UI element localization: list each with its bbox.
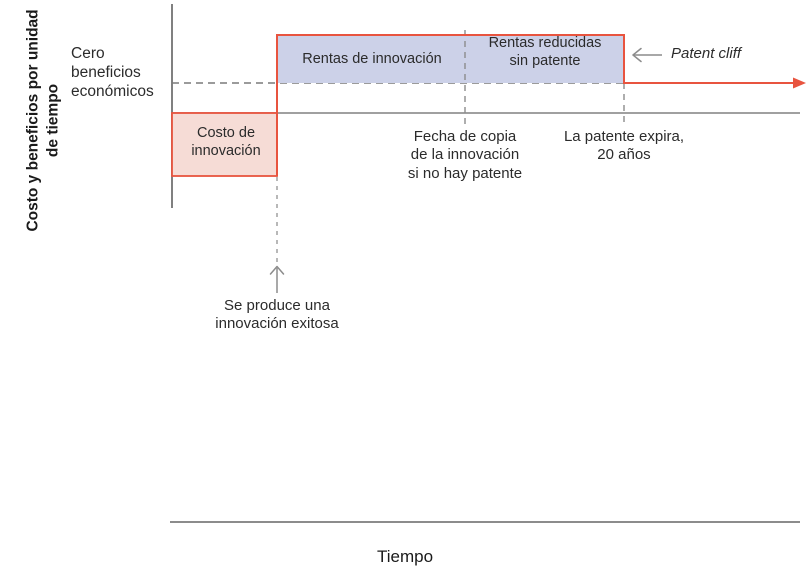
innovation-cost-label: Costo de innovación	[191, 125, 261, 159]
successful-innovation-label: Se produce una innovación exitosa	[215, 297, 339, 333]
reduced-rents-label: Rentas reducidas sin patente	[488, 35, 602, 69]
x-axis-title: Tiempo	[376, 547, 434, 566]
copy-date-label: Fecha de copia de la innovación si no ha…	[407, 128, 523, 182]
profit-path-arrowhead	[793, 77, 806, 89]
patent-expires-label: La patente expira, 20 años	[563, 128, 685, 164]
patent-cliff-arrow-head	[632, 47, 642, 63]
y-axis-title: Costo y beneficios por unidad de tiempo	[24, 9, 62, 232]
innovation-callout-arrow-head	[269, 265, 285, 275]
patent-cliff-label: Patent cliff	[671, 45, 742, 62]
innovation-rents-label: Rentas de innovación	[302, 51, 442, 67]
zero-profit-label: Cero beneficios económicos	[71, 45, 154, 100]
